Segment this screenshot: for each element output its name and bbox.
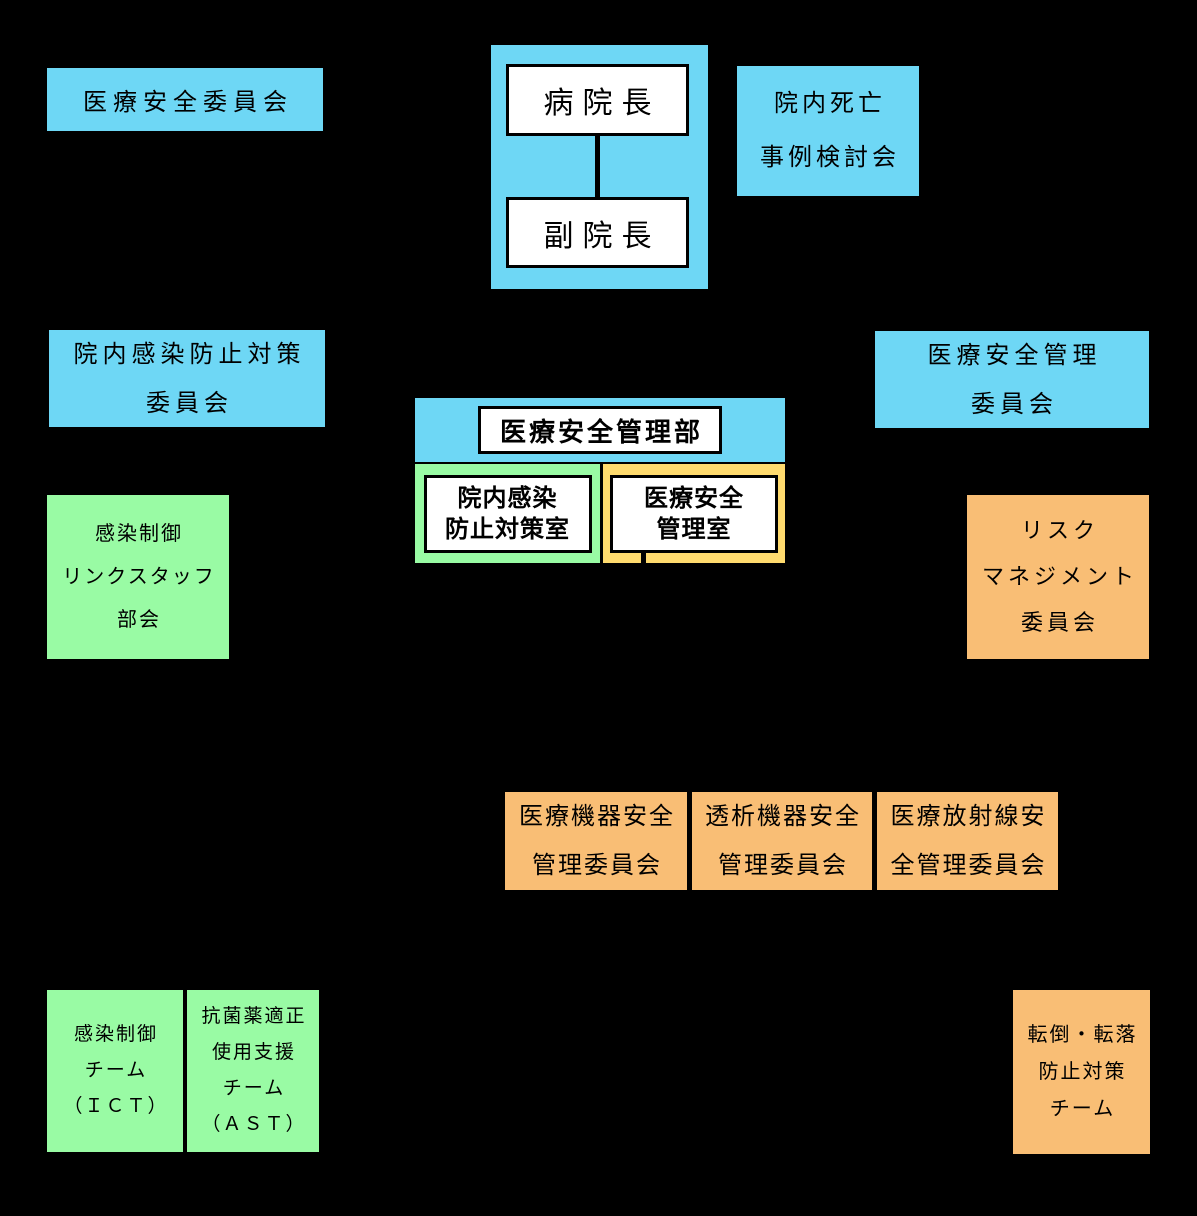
node-infection-prevention-committee: 院内感染防止対策 委員会 xyxy=(49,330,325,427)
label-line: 医療安全管理部 xyxy=(499,416,703,447)
director-deputy-connector-line xyxy=(595,136,600,197)
label-line: 事例検討会 xyxy=(760,144,900,171)
node-medical-safety-mgmt-committee: 医療安全管理 委員会 xyxy=(875,331,1149,428)
label-line: 転倒・転落 xyxy=(1027,1023,1138,1046)
label-line: リスク xyxy=(1020,518,1099,543)
node-fall-prevention-team: 転倒・転落 防止対策 チーム xyxy=(1013,990,1150,1154)
node-medical-safety-mgmt-dept: 医療安全管理部 xyxy=(415,398,785,462)
label-line: 院内感染 xyxy=(457,484,558,512)
node-medical-safety-mgmt-dept-title: 医療安全管理部 xyxy=(478,406,722,454)
label-line: 医療安全管理 xyxy=(927,341,1102,369)
label-line: 部会 xyxy=(117,608,161,631)
node-dialysis-device-safety-committee: 透析機器安全 管理委員会 xyxy=(692,792,872,890)
node-infection-control-team: 感染制御 チーム （ＩＣＴ） xyxy=(47,990,183,1152)
node-directors-group: 病院長 副院長 xyxy=(491,45,708,289)
label-line: 委員会 xyxy=(146,389,233,417)
node-infection-prevention-room-title: 院内感染 防止対策室 xyxy=(423,474,592,553)
label-line: 医療安全委員会 xyxy=(83,89,293,116)
label-line: 感染制御 xyxy=(95,522,183,545)
label-line: （ＡＳＴ） xyxy=(201,1114,307,1135)
node-medical-safety-mgmt-room: 医療安全 管理室 xyxy=(603,464,785,563)
node-death-case-review: 院内死亡 事例検討会 xyxy=(737,66,919,196)
label-line: 防止対策室 xyxy=(445,515,570,543)
node-radiation-safety-committee: 医療放射線安 全管理委員会 xyxy=(877,792,1058,890)
node-medical-device-safety-committee: 医療機器安全 管理委員会 xyxy=(505,792,687,890)
label-line: チーム xyxy=(1049,1097,1116,1120)
node-hospital-director: 病院長 xyxy=(506,64,689,136)
label-line: チーム xyxy=(84,1060,148,1081)
label-line: 委員会 xyxy=(971,390,1058,418)
label-line: 使用支援 xyxy=(211,1042,296,1063)
label-line: 透析機器安全 xyxy=(705,803,861,830)
node-antimicrobial-stewardship-team: 抗菌薬適正 使用支援 チーム （ＡＳＴ） xyxy=(187,990,319,1152)
label-line: チーム xyxy=(222,1078,286,1099)
label-line: 管理室 xyxy=(656,515,732,543)
label-line: 防止対策 xyxy=(1038,1060,1127,1083)
node-infection-control-link-staff: 感染制御 リンクスタッフ 部会 xyxy=(47,495,229,659)
label-line: 医療安全 xyxy=(644,484,744,512)
label-line: （ＩＣＴ） xyxy=(63,1096,169,1117)
label-line: 委員会 xyxy=(1020,610,1099,635)
node-medical-safety-committee: 医療安全委員会 xyxy=(47,68,323,131)
label-line: 病院長 xyxy=(543,87,661,120)
label-line: 全管理委員会 xyxy=(890,852,1047,879)
label-line: リンクスタッフ xyxy=(62,565,216,588)
label-line: 管理委員会 xyxy=(532,852,662,879)
label-line: 管理委員会 xyxy=(718,852,848,879)
label-line: 院内感染防止対策 xyxy=(73,340,306,368)
label-line: 医療放射線安 xyxy=(890,803,1047,830)
node-risk-management-committee: リスク マネジメント 委員会 xyxy=(967,495,1149,659)
label-line: 抗菌薬適正 xyxy=(201,1006,307,1027)
node-deputy-director: 副院長 xyxy=(506,197,689,268)
label-line: 医療機器安全 xyxy=(519,803,675,830)
label-line: 院内死亡 xyxy=(774,90,886,117)
connector-stub xyxy=(641,552,646,563)
label-line: マネジメント xyxy=(981,564,1138,589)
node-infection-prevention-room: 院内感染 防止対策室 xyxy=(415,464,600,563)
label-line: 感染制御 xyxy=(73,1024,158,1045)
label-line: 副院長 xyxy=(543,219,661,253)
node-medical-safety-mgmt-room-title: 医療安全 管理室 xyxy=(610,474,778,553)
